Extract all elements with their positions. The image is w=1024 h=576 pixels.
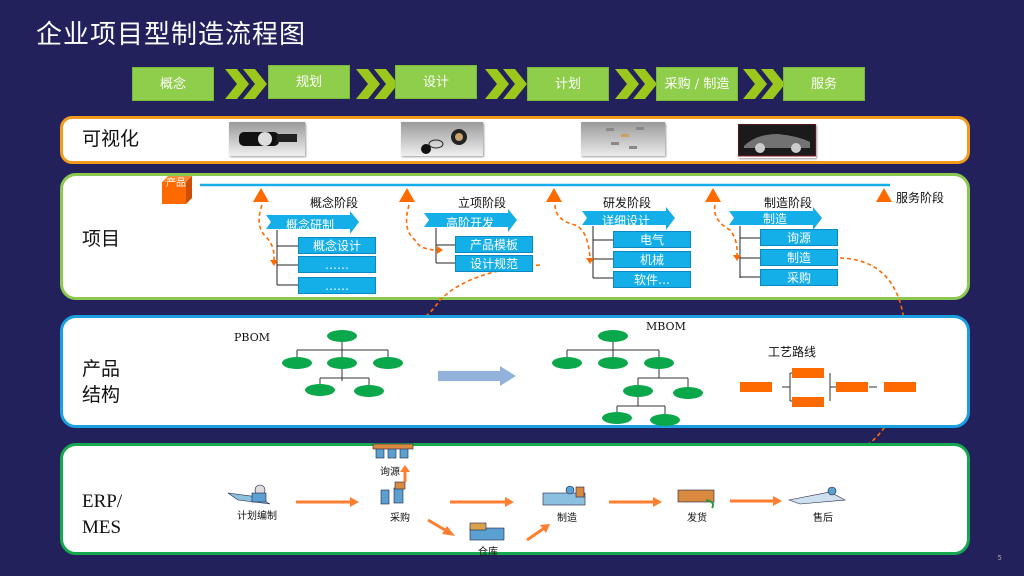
page-number: 5 — [997, 554, 1002, 562]
planning-icon — [227, 484, 271, 505]
wireframe-car-image — [738, 124, 816, 157]
task-box: 设计规范 — [455, 255, 533, 272]
task-box: 软件… — [613, 271, 691, 288]
row-label-erp: ERP/ MES — [82, 489, 122, 541]
row-label-visualization: 可视化 — [82, 128, 140, 150]
task-box: 询源 — [760, 229, 838, 246]
transform-arrow — [438, 366, 516, 386]
erp-node-label: 制造 — [557, 513, 577, 524]
chevron-icon — [615, 69, 657, 99]
after-sales-icon — [787, 486, 847, 505]
task-box: 概念设计 — [298, 237, 376, 254]
routing-steps — [740, 368, 916, 407]
chevron-icon — [356, 69, 398, 99]
bom-nodes — [282, 330, 703, 426]
task-box: …… — [298, 256, 376, 273]
task-box: 产品模板 — [455, 236, 533, 253]
step-design: 设计 — [395, 65, 477, 99]
erp-node-label: 询源 — [380, 467, 400, 478]
row-label-line: 结构 — [82, 384, 121, 406]
erp-node-label: 仓库 — [478, 547, 498, 558]
row-label-project: 项目 — [82, 228, 121, 250]
step-planning: 规划 — [268, 65, 350, 99]
task-box: …… — [298, 277, 376, 294]
mbom-label: MBOM — [646, 320, 686, 333]
stage-arrow-label: 概念研制 — [286, 218, 335, 232]
manufacture-icon — [542, 485, 586, 506]
routing-label: 工艺路线 — [768, 345, 817, 359]
step-concept: 概念 — [132, 67, 214, 101]
row-label-line: MES — [82, 517, 122, 538]
row-label-product-structure: 产品 结构 — [82, 356, 120, 408]
visualization-panel — [60, 116, 970, 164]
shipping-icon — [677, 489, 715, 509]
task-box: 机械 — [613, 251, 691, 268]
purchase-icon — [380, 481, 406, 505]
erp-node-label: 计划编制 — [237, 511, 277, 522]
step-plan: 计划 — [527, 67, 609, 101]
stage-label: 概念阶段 — [310, 196, 359, 210]
erp-node-label: 发货 — [687, 513, 707, 524]
task-box: 采购 — [760, 269, 838, 286]
parts-exploded-image — [581, 122, 665, 156]
chevron-icon — [485, 69, 527, 99]
chevron-icon — [225, 69, 267, 99]
erp-node-label: 采购 — [390, 513, 410, 524]
service-stage-label: 服务阶段 — [896, 191, 945, 205]
row-label-line: ERP/ — [82, 491, 123, 512]
stage-label: 研发阶段 — [603, 196, 652, 210]
erp-node-label: 售后 — [813, 513, 833, 524]
step-purchase-manufacture: 采购 / 制造 — [656, 67, 738, 101]
stage-label: 立项阶段 — [458, 196, 507, 210]
chevron-icon — [743, 69, 785, 99]
sourcing-icon — [372, 443, 414, 459]
warehouse-icon — [469, 522, 505, 541]
product-cube-icon — [162, 176, 192, 204]
stage-arrow-label: 高阶开发 — [446, 216, 495, 230]
product-badge: 产品 — [166, 178, 186, 189]
stage-arrow-label: 制造 — [763, 212, 788, 226]
pbom-label: PBOM — [234, 331, 270, 344]
stage-label: 制造阶段 — [764, 196, 813, 210]
page-title: 企业项目型制造流程图 — [36, 20, 307, 50]
task-box: 电气 — [613, 231, 691, 248]
stage-arrow-label: 详细设计 — [602, 214, 651, 228]
exploded-pump-image — [401, 122, 483, 156]
row-label-line: 产品 — [82, 358, 121, 380]
task-box: 制造 — [760, 249, 838, 266]
step-service: 服务 — [783, 67, 865, 101]
pump-assembly-image — [229, 122, 305, 156]
